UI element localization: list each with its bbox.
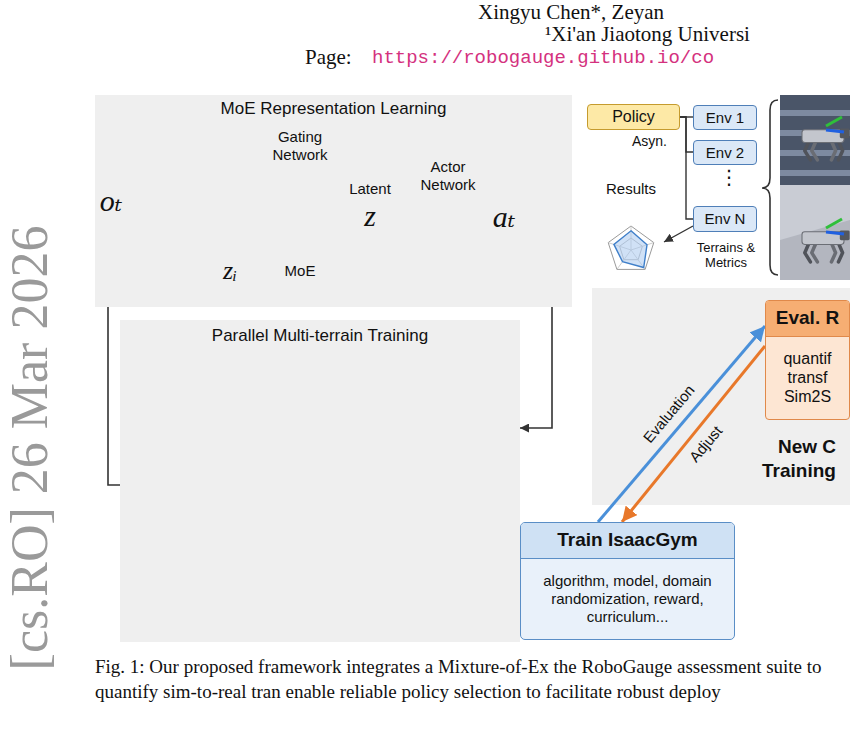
loop-title: New C <box>778 436 836 459</box>
moe-panel: MoE Representation LearningoₜzᵢGating Ne… <box>95 95 572 307</box>
radar-chart <box>608 226 654 269</box>
loop-panel <box>592 288 850 505</box>
training-panel: Parallel Multi-terrain Training <box>120 320 520 642</box>
node-label: zᵢ <box>202 255 258 286</box>
node-label: Gating Network <box>264 128 336 164</box>
actor-network: Actor Network <box>410 158 486 254</box>
robot-render-strip <box>780 95 850 280</box>
node-label: Latent <box>345 180 395 198</box>
latent-vector: Latentz <box>345 180 395 238</box>
curly-brace <box>762 100 778 275</box>
project-url: https://robogauge.github.io/co <box>372 47 714 70</box>
box-body: quantif transf Sim2S <box>766 337 849 419</box>
node-label: oₜ <box>95 183 127 219</box>
node-label: Env 2 <box>694 144 756 162</box>
affiliation-line: ¹Xi'an Jiaotong Universi <box>545 22 750 47</box>
author-line: Xingyu Chen*, Zeyan <box>478 0 664 25</box>
edge-label: Adjust <box>686 422 727 466</box>
expert-latent-stack: zᵢ <box>178 200 258 300</box>
connector <box>598 326 765 522</box>
env-box: Env 1 <box>693 105 757 130</box>
node-label: Policy <box>588 107 679 126</box>
train-box: Train IsaacGymalgorithm, model, domain r… <box>520 522 735 640</box>
node-label: Parallel Multi-terrain Training <box>120 326 520 346</box>
env-box: Env N <box>693 206 757 232</box>
page-prefix: Page: <box>305 45 352 70</box>
node-label: aₜ <box>488 199 520 235</box>
loop-title: Training <box>762 460 836 483</box>
node-label: Actor Network <box>410 158 486 194</box>
env-box: Env 2 <box>693 140 757 165</box>
policy-box: Policy <box>587 104 680 130</box>
async-note: Asyn. <box>632 133 667 150</box>
arxiv-stamp: [cs.RO] 26 Mar 2026 <box>4 226 56 671</box>
node-label: Env N <box>694 210 756 228</box>
ellipsis-mark: ⋮ <box>719 165 739 189</box>
connector <box>664 226 693 242</box>
node-label: Env 1 <box>694 109 756 127</box>
node-sublabel: z <box>345 198 395 234</box>
edge-label: Terrains & Metrics <box>692 240 760 271</box>
observation-symbol: oₜ <box>95 180 127 222</box>
node-label: Results <box>598 180 664 198</box>
figure-caption: Fig. 1: Our proposed framework integrate… <box>95 655 843 704</box>
box-heading: Eval. R <box>766 301 849 337</box>
connector <box>680 117 693 219</box>
node-sublabel: MoE <box>264 262 336 280</box>
edge-label: Evaluation <box>640 381 699 446</box>
results-radar: Results <box>598 180 664 280</box>
action-symbol: aₜ <box>488 198 520 236</box>
node-label: MoE Representation Learning <box>95 99 572 119</box>
box-body: algorithm, model, domain randomization, … <box>521 559 734 639</box>
connector <box>622 346 765 522</box>
eval-box: Eval. Rquantif transf Sim2S <box>765 300 850 420</box>
box-heading: Train IsaacGym <box>521 523 734 559</box>
gating-network: Gating NetworkMoE <box>264 128 336 280</box>
